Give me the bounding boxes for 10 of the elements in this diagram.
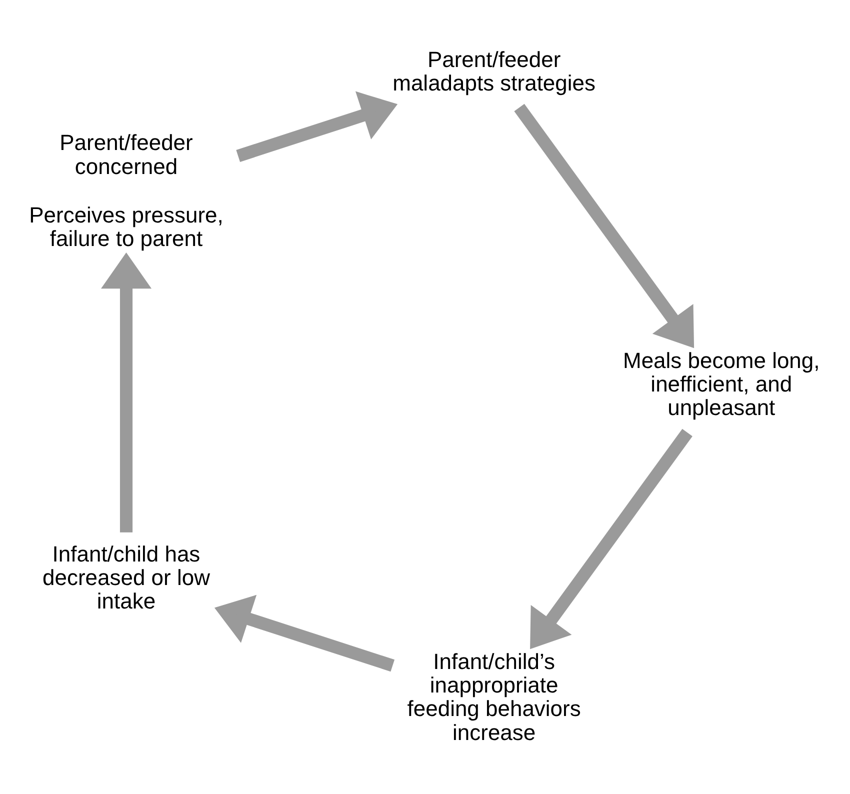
node-text: Meals become long, inefficient, and unpleasant — [623, 347, 820, 420]
node-text: Parent/feeder concerned Perceives pressure, failure to parent — [29, 130, 224, 251]
arrow — [530, 428, 692, 649]
arrow — [514, 103, 694, 348]
arrow — [236, 90, 398, 162]
node-text: Infant/child has decreased or low intake — [42, 540, 210, 613]
node-text: Parent/feeder maladapts strategies — [392, 46, 596, 95]
arrow — [101, 252, 152, 532]
node-text: Infant/child’s inappropriate feeding behaviors increase — [407, 648, 581, 744]
arrow — [214, 594, 395, 672]
